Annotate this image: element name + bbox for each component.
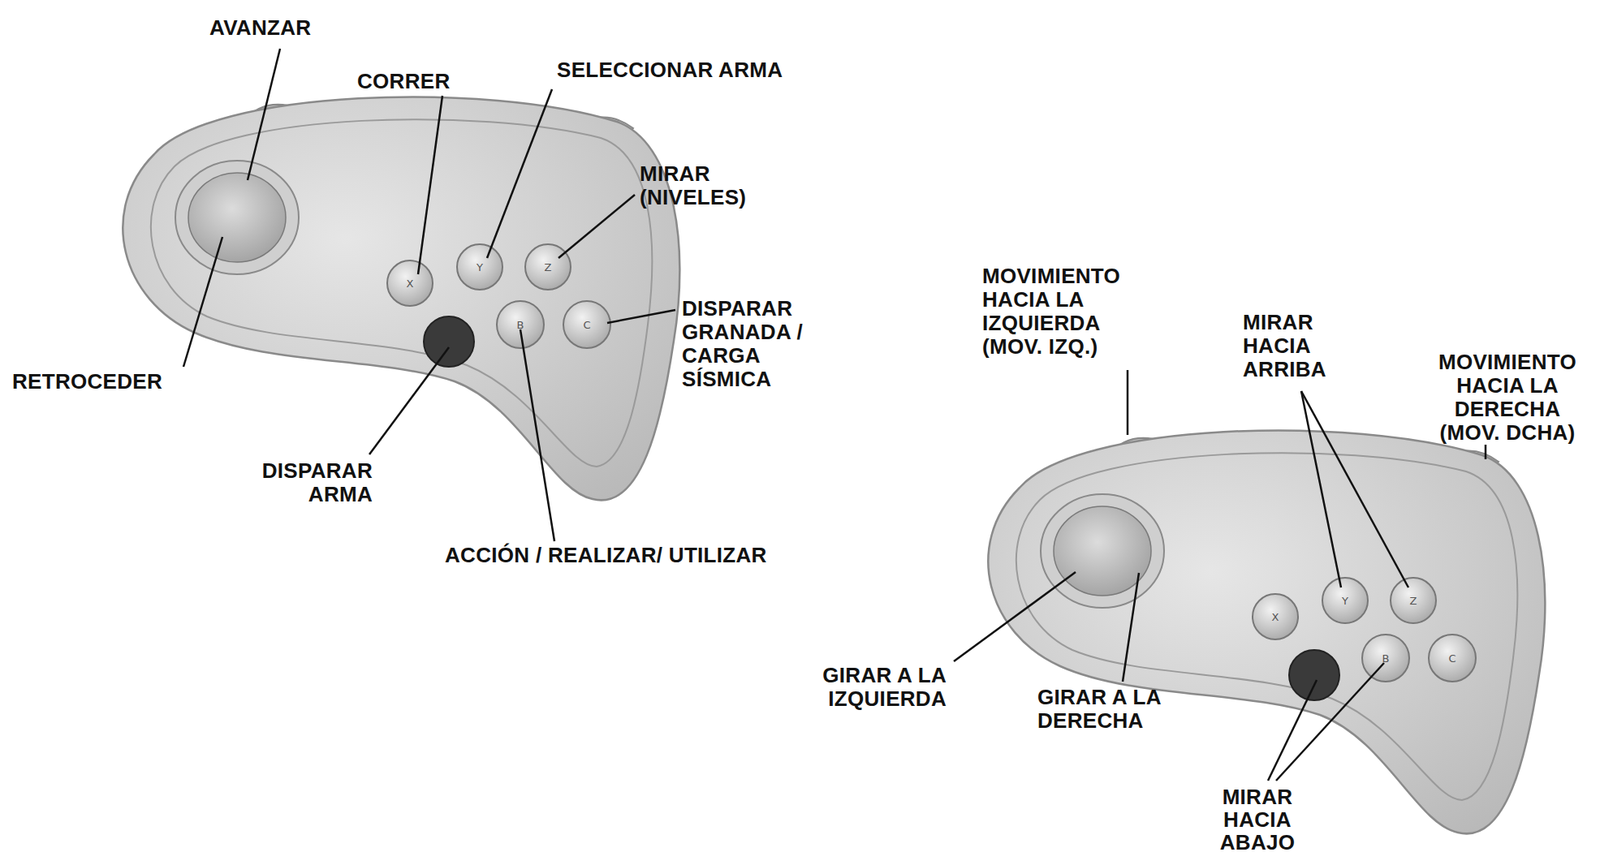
button-letter: B [517,319,525,331]
control-label: MOVIMIENTO HACIA LA IZQUIERDA (MOV. IZQ.… [982,264,1141,359]
leader-line [1301,391,1342,588]
button-letter: Z [544,262,553,273]
button-letter: C [1448,653,1456,665]
button-letter: Y [1341,595,1349,607]
right-controller [987,430,1545,834]
button-letter: X [406,278,415,289]
control-label: MIRAR (NIVELES) [639,162,758,210]
control-label: DISPARAR GRANADA / CARGA SÍSMICA [681,297,812,392]
leader-line [247,48,281,181]
control-label: RETROCEDER [12,370,163,394]
control-label: SELECCIONAR ARMA [556,58,783,82]
button-letter: Z [1410,595,1418,607]
control-label: ACCIÓN / REALIZAR/ UTILIZAR [444,543,768,568]
control-label: AVANZAR [209,16,311,40]
leader-line [183,237,223,367]
leader-line [1301,391,1409,588]
leader-line [487,89,553,259]
leader-line [520,329,555,542]
control-label: DISPARAR ARMA [246,459,373,507]
leader-lines [183,48,1486,781]
leader-line [418,95,443,275]
control-label: MIRAR HACIA ABAJO [1208,785,1307,854]
button-letter: X [1272,612,1280,623]
control-label: GIRAR A LA IZQUIERDA [806,664,947,712]
leader-line [1126,370,1130,436]
left-controller [122,96,680,501]
leader-line [1267,680,1317,781]
button-letter: Y [476,262,484,273]
control-label: CORRER [357,69,450,94]
leader-line [607,310,676,324]
leader-line [953,572,1076,662]
leader-line [1276,663,1385,781]
leader-line [369,347,449,455]
leader-line [1122,573,1139,682]
leader-line [558,194,635,259]
control-label: MOVIMIENTO HACIA LA DERECHA (MOV. DCHA) [1422,350,1593,445]
control-label: GIRAR A LA DERECHA [1037,685,1178,734]
control-label: MIRAR HACIA ARRIBA [1242,310,1337,382]
button-letter: B [1382,653,1390,665]
leader-line [1484,444,1488,460]
button-letter: C [582,319,591,331]
